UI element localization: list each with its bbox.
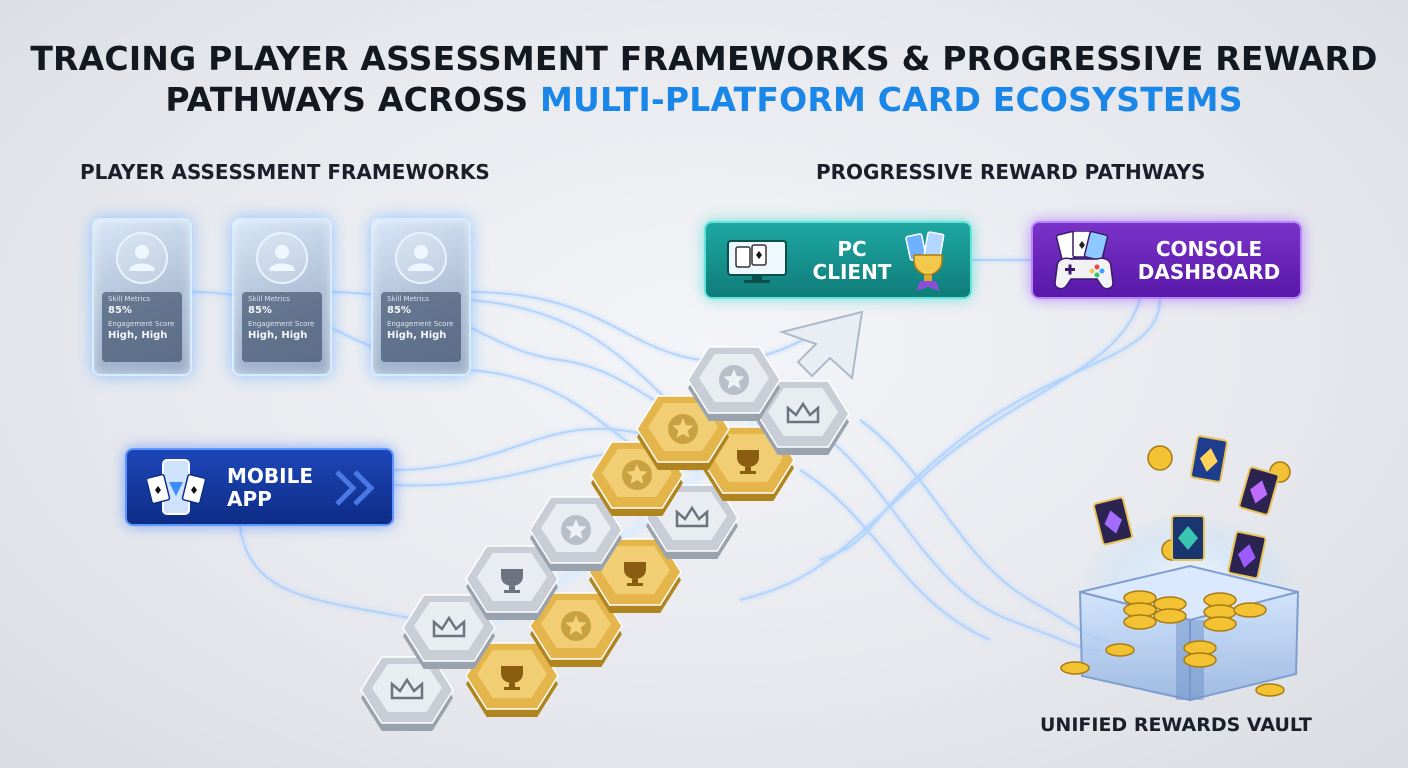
progress-arrow-icon — [778, 310, 864, 380]
reward-tile-silver — [687, 346, 781, 421]
trophy-icon — [737, 450, 759, 474]
stat-value: 85% — [248, 305, 272, 316]
vault-label: UNIFIED REWARDS VAULT — [1040, 714, 1312, 736]
stat-value: High, High — [248, 330, 308, 341]
crown-icon — [390, 677, 424, 700]
flow-line — [799, 469, 991, 641]
reward-section-label: PROGRESSIVE REWARD PATHWAYS — [816, 160, 1206, 184]
flow-line — [239, 525, 421, 621]
user-avatar-icon — [116, 232, 168, 284]
stat-label: Skill Metrics — [387, 295, 429, 303]
monitor-cards-icon — [727, 240, 787, 283]
stats-panel: Skill Metrics 85% Engagement Score High,… — [242, 292, 322, 362]
page-title: TRACING PLAYER ASSESSMENT FRAMEWORKS & P… — [0, 38, 1408, 120]
star-icon — [672, 418, 694, 438]
mobile-app-node: MOBILE APP — [125, 448, 394, 526]
stat-label: Skill Metrics — [248, 295, 290, 303]
console-dashboard-node: CONSOLE DASHBOARD — [1031, 221, 1302, 299]
reward-tile-silver — [465, 545, 559, 620]
assessment-section-label: PLAYER ASSESSMENT FRAMEWORKS — [80, 160, 490, 184]
console-line-1: CONSOLE — [1155, 237, 1263, 261]
reward-tile-silver — [756, 380, 850, 455]
pc-line-1: PC — [837, 237, 867, 261]
crown-icon — [432, 615, 466, 638]
stat-label: Engagement Score — [248, 320, 315, 328]
title-line-1: TRACING PLAYER ASSESSMENT FRAMEWORKS & P… — [30, 39, 1378, 78]
pc-client-node: PC CLIENT — [704, 221, 972, 299]
assessment-card-3: Skill Metrics 85% Engagement Score High,… — [371, 218, 471, 376]
reward-tile-silver — [402, 594, 496, 669]
flow-line — [739, 298, 1141, 601]
reward-tile-gold — [588, 538, 682, 613]
assessment-card-1: Skill Metrics 85% Engagement Score High,… — [92, 218, 192, 376]
reward-tile-gold — [529, 592, 623, 667]
star-icon — [626, 464, 648, 484]
trophy-cards-icon — [905, 231, 945, 291]
reward-card-icon — [1093, 435, 1280, 580]
stat-label: Skill Metrics — [108, 295, 150, 303]
user-avatar-icon — [395, 232, 447, 284]
star-icon — [565, 519, 587, 539]
star-icon — [565, 615, 587, 635]
gamepad-cards-icon — [1054, 231, 1114, 290]
mobile-line-1: MOBILE — [227, 464, 313, 488]
trophy-icon — [624, 562, 646, 586]
treasure-chest-icon — [1078, 564, 1300, 702]
chevron-right-icon — [335, 470, 375, 506]
reward-tile-gold — [636, 395, 730, 470]
stat-value: High, High — [387, 330, 447, 341]
trophy-icon — [501, 569, 523, 593]
stat-value: 85% — [108, 305, 132, 316]
star-icon — [723, 369, 745, 389]
user-avatar-icon — [256, 232, 308, 284]
reward-tile-silver — [529, 496, 623, 571]
console-line-2: DASHBOARD — [1137, 260, 1281, 284]
trophy-icon — [501, 666, 523, 690]
pc-line-2: CLIENT — [812, 260, 892, 284]
stat-value: High, High — [108, 330, 168, 341]
gold-coin-icon — [1060, 445, 1291, 697]
phone-cards-icon — [147, 459, 207, 515]
stats-panel: Skill Metrics 85% Engagement Score High,… — [381, 292, 461, 362]
reward-tile-gold — [465, 642, 559, 717]
title-line-2-accent: MULTI-PLATFORM CARD ECOSYSTEMS — [540, 80, 1243, 119]
title-line-2: PATHWAYS ACROSS MULTI-PLATFORM CARD ECOS… — [0, 79, 1408, 120]
crown-icon — [786, 401, 820, 424]
reward-tile-silver — [360, 656, 454, 731]
stat-value: 85% — [387, 305, 411, 316]
title-line-2-prefix: PATHWAYS ACROSS — [165, 80, 540, 119]
mobile-line-2: APP — [227, 487, 272, 511]
stat-label: Engagement Score — [108, 320, 175, 328]
flow-line — [819, 298, 1161, 561]
crown-icon — [675, 505, 709, 528]
assessment-card-2: Skill Metrics 85% Engagement Score High,… — [232, 218, 332, 376]
stats-panel: Skill Metrics 85% Engagement Score High,… — [102, 292, 182, 362]
stat-label: Engagement Score — [387, 320, 454, 328]
